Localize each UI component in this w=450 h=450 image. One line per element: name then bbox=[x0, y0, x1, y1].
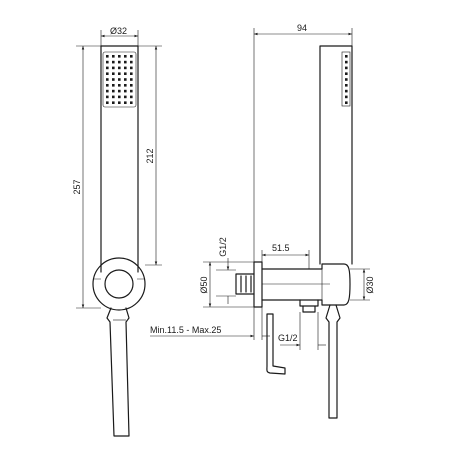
nozzle-dot bbox=[130, 89, 133, 93]
nozzle-dot bbox=[106, 72, 109, 75]
nozzle-dot bbox=[118, 66, 121, 70]
label-diameter-30: Ø30 bbox=[365, 276, 375, 293]
label-width-94: 94 bbox=[297, 23, 307, 33]
nozzle-dot bbox=[124, 66, 127, 70]
side-nozzle-column bbox=[345, 55, 348, 104]
nozzle-dot bbox=[345, 89, 348, 93]
label-length-257: 257 bbox=[72, 179, 82, 194]
holder-ring-inner bbox=[104, 269, 134, 299]
nozzle-dot bbox=[118, 60, 121, 64]
nozzle-dot bbox=[345, 78, 348, 81]
nozzle-dot bbox=[106, 60, 109, 64]
label-diameter-32: Ø32 bbox=[110, 26, 127, 36]
nozzle-dot bbox=[124, 101, 127, 104]
nozzle-dot bbox=[112, 101, 115, 104]
label-thread-g12-bottom: G1/2 bbox=[278, 333, 298, 343]
front-view: Ø32 257 212 bbox=[72, 26, 162, 437]
nozzle-dot bbox=[124, 72, 127, 75]
nozzle-dot bbox=[112, 78, 115, 81]
nozzle-dot bbox=[345, 72, 348, 75]
nozzle-grid bbox=[106, 55, 133, 104]
nozzle-dot bbox=[345, 95, 348, 99]
hose-outlet bbox=[299, 299, 319, 313]
nozzle-dot bbox=[112, 60, 115, 64]
side-hose bbox=[325, 304, 341, 419]
nozzle-dot bbox=[130, 95, 133, 99]
nozzle-dot bbox=[106, 78, 109, 81]
wall-flange bbox=[253, 261, 263, 308]
nozzle-dot bbox=[124, 55, 127, 58]
nozzle-dot bbox=[118, 78, 121, 81]
nozzle-dot bbox=[106, 95, 109, 99]
nozzle-dot bbox=[124, 84, 127, 87]
nozzle-dot bbox=[345, 55, 348, 58]
nozzle-dot bbox=[106, 89, 109, 93]
nozzle-dot bbox=[345, 60, 348, 64]
nozzle-dot bbox=[112, 95, 115, 99]
nozzle-dot bbox=[112, 66, 115, 70]
nozzle-dot bbox=[124, 95, 127, 99]
nozzle-dot bbox=[106, 66, 109, 70]
label-diameter-50: Ø50 bbox=[199, 276, 209, 293]
nozzle-dot bbox=[118, 72, 121, 75]
nozzle-dot bbox=[345, 66, 348, 70]
nozzle-dot bbox=[130, 101, 133, 104]
front-hose bbox=[106, 307, 130, 437]
nozzle-dot bbox=[124, 78, 127, 81]
nozzle-dot bbox=[130, 66, 133, 70]
nozzle-dot bbox=[106, 55, 109, 58]
nozzle-dot bbox=[130, 72, 133, 75]
side-body bbox=[261, 263, 351, 306]
nozzle-dot bbox=[118, 101, 121, 104]
wall-connector bbox=[235, 273, 255, 295]
nozzle-dot bbox=[130, 60, 133, 64]
nozzle-dot bbox=[112, 72, 115, 75]
nozzle-dot bbox=[112, 84, 115, 87]
nozzle-dot bbox=[106, 84, 109, 87]
nozzle-dot bbox=[106, 101, 109, 104]
nozzle-dot bbox=[118, 95, 121, 99]
hex-key-icon bbox=[266, 313, 286, 375]
nozzle-dot bbox=[112, 89, 115, 93]
nozzle-dot bbox=[112, 55, 115, 58]
nozzle-plate bbox=[102, 51, 137, 108]
nozzle-dot bbox=[124, 89, 127, 93]
label-thread-g12-left: G1/2 bbox=[218, 237, 228, 257]
nozzle-dot bbox=[118, 89, 121, 93]
side-view: 94 G1/2 Ø50 51.5 Ø30 G1/2 Min.11.5 bbox=[150, 23, 375, 419]
holder-ring-outer bbox=[92, 257, 146, 311]
nozzle-dot bbox=[118, 84, 121, 87]
label-length-212: 212 bbox=[145, 148, 155, 163]
nozzle-dot bbox=[345, 84, 348, 87]
label-wall-range: Min.11.5 - Max.25 bbox=[150, 325, 221, 335]
nozzle-dot bbox=[124, 60, 127, 64]
nozzle-dot bbox=[130, 78, 133, 81]
nozzle-dot bbox=[345, 101, 348, 104]
nozzle-dot bbox=[130, 84, 133, 87]
label-offset-51-5: 51.5 bbox=[272, 243, 290, 253]
nozzle-dot bbox=[118, 55, 121, 58]
nozzle-dot bbox=[130, 55, 133, 58]
